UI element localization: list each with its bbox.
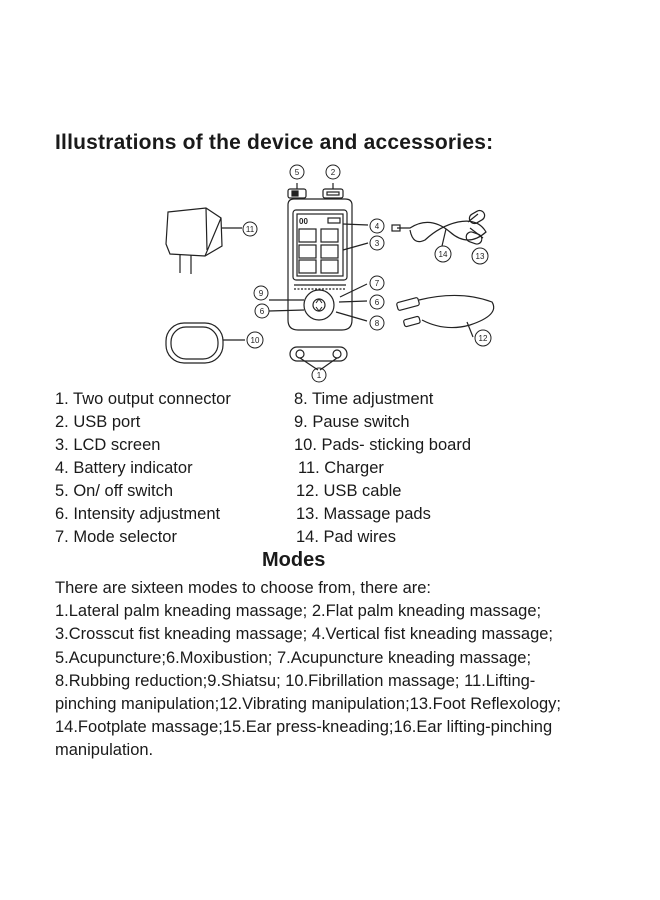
modes-description: There are sixteen modes to choose from, … (55, 577, 635, 763)
svg-text:3: 3 (375, 239, 380, 248)
svg-text:7: 7 (375, 279, 380, 288)
part-13-label: 13. Massage pads (296, 505, 431, 523)
svg-text:1: 1 (317, 371, 322, 380)
callout-5: 5 (289, 164, 305, 180)
page-title: Illustrations of the device and accessor… (55, 131, 494, 154)
modes-intro: There are sixteen modes to choose from, … (55, 579, 432, 597)
part-6-label: 6. Intensity adjustment (55, 505, 221, 523)
part-5-label: 5. On/ off switch (55, 482, 173, 500)
part-11-label: 11. Charger (298, 459, 384, 477)
modes-line: 3.Crosscut fist kneading massage; 4.Vert… (55, 625, 554, 644)
part-2-label: 2. USB port (55, 413, 141, 431)
callout-6-right: 6 (369, 294, 385, 310)
modes-heading: Modes (262, 549, 326, 571)
callout-6-left: 6 (254, 303, 270, 319)
pad-wires-illustration (391, 213, 487, 247)
svg-text:4: 4 (375, 222, 380, 231)
svg-text:14: 14 (439, 250, 448, 259)
modes-line: 14.Footplate massage;15.Ear press-kneadi… (55, 718, 553, 737)
device-accessories-illustration: 00 5 2 11 4 3 7 (165, 164, 495, 383)
modes-line: 1.Lateral palm kneading massage; 2.Flat … (55, 602, 542, 621)
lcd-readout: 00 (299, 217, 308, 226)
part-4-label: 4. Battery indicator (55, 459, 193, 477)
callout-14: 14 (434, 245, 452, 263)
svg-text:8: 8 (375, 319, 380, 328)
callout-9: 9 (253, 285, 269, 301)
svg-text:10: 10 (251, 336, 260, 345)
part-7-label: 7. Mode selector (55, 528, 177, 546)
modes-line: manipulation. (55, 741, 154, 760)
device-body-illustration: 00 (268, 198, 369, 331)
svg-text:13: 13 (476, 252, 485, 261)
callout-13: 13 (471, 247, 489, 265)
part-10-label: 10. Pads- sticking board (294, 436, 472, 454)
modes-line: 5.Acupuncture;6.Moxibustion; 7.Acupunctu… (55, 648, 532, 667)
modes-line: 8.Rubbing reduction;9.Shiatsu; 10.Fibril… (55, 671, 536, 690)
part-12-label: 12. USB cable (296, 482, 402, 500)
part-14-label: 14. Pad wires (296, 528, 396, 546)
svg-text:6: 6 (260, 307, 265, 316)
output-connector-illustration (289, 346, 348, 371)
callout-11: 11 (242, 221, 258, 237)
callout-4: 4 (369, 218, 385, 234)
modes-line: pinching manipulation;12.Vibrating manip… (55, 695, 562, 714)
part-1-label: 1. Two output connector (55, 390, 231, 408)
part-8-label: 8. Time adjustment (294, 390, 434, 408)
pads-sticking-board-illustration (165, 322, 245, 364)
svg-text:12: 12 (479, 334, 488, 343)
callout-10: 10 (246, 331, 264, 349)
svg-text:9: 9 (259, 289, 264, 298)
svg-text:11: 11 (246, 225, 255, 234)
callout-12: 12 (474, 329, 492, 347)
usb-cable-illustration (396, 294, 495, 338)
svg-text:2: 2 (331, 168, 336, 177)
callout-1: 1 (311, 367, 327, 383)
callout-2: 2 (325, 164, 341, 180)
svg-text:6: 6 (375, 298, 380, 307)
part-9-label: 9. Pause switch (294, 413, 410, 431)
callout-3: 3 (369, 235, 385, 251)
callout-8: 8 (369, 315, 385, 331)
device-top-illustration (287, 183, 344, 199)
part-3-label: 3. LCD screen (55, 436, 161, 454)
massage-pads-illustration (465, 209, 486, 245)
callout-7: 7 (369, 275, 385, 291)
svg-text:5: 5 (295, 168, 300, 177)
charger-illustration (165, 207, 242, 274)
